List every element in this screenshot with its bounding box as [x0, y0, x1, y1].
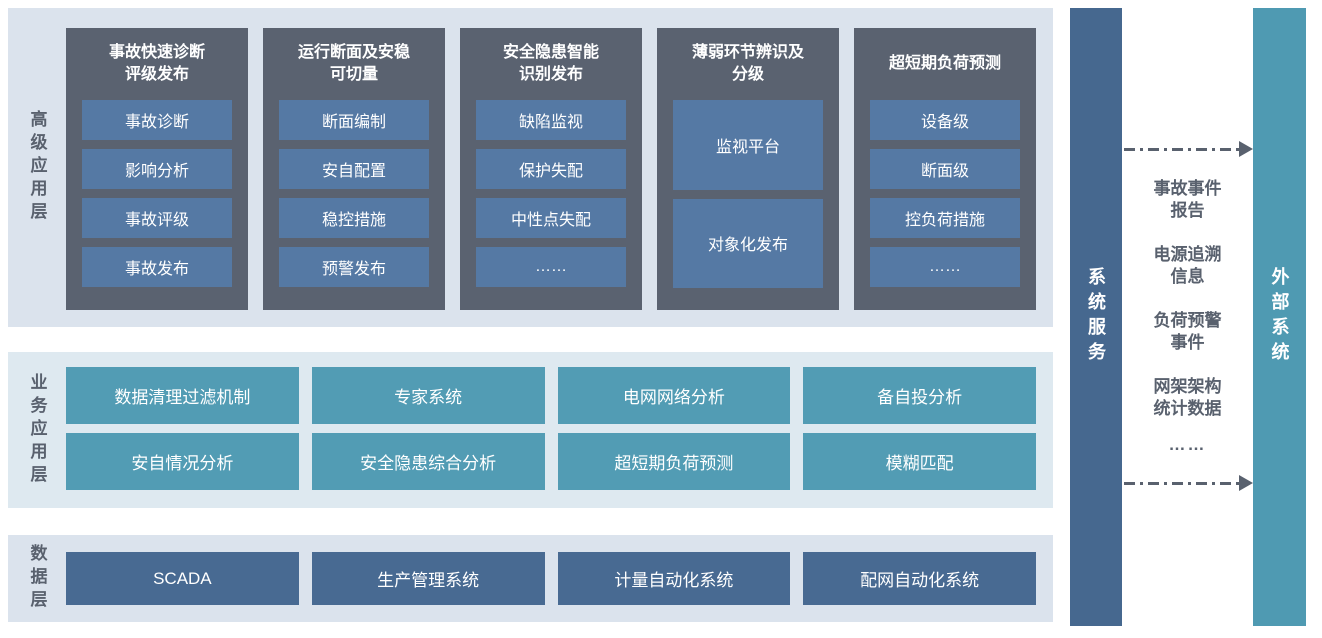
arrow-head-icon: [1239, 141, 1253, 157]
external-system-bar: 外部系统: [1253, 8, 1306, 626]
group-item: 对象化发布: [673, 198, 823, 288]
exchange-item: 负荷预警 事件: [1153, 311, 1222, 352]
group-item: 事故诊断: [82, 100, 232, 140]
group-item: 保护失配: [476, 149, 626, 189]
group-item: 断面级: [870, 149, 1020, 189]
exchange-items: 事故事件 报告 电源追溯 信息 负荷预警 事件 网架架构 统计数据 ……: [1122, 178, 1253, 456]
arrow-head-icon: [1239, 475, 1253, 491]
group-items: 缺陷监视 保护失配 中性点失配 ……: [460, 100, 642, 310]
data-source-item: 配网自动化系统: [803, 552, 1036, 605]
advanced-application-layer: 高级应用层 事故快速诊断 评级发布 事故诊断 影响分析 事故评级 事故发布 运行…: [8, 8, 1053, 327]
group-items: 事故诊断 影响分析 事故评级 事故发布: [66, 100, 248, 310]
group-item: 稳控措施: [279, 198, 429, 238]
group-item: 事故发布: [82, 247, 232, 287]
group-items: 监视平台 对象化发布: [657, 100, 839, 310]
data-flow-arrow-bottom: [1122, 475, 1253, 491]
group-title: 薄弱环节辨识及 分级: [691, 44, 804, 83]
group-item: 影响分析: [82, 149, 232, 189]
data-source-item: 生产管理系统: [311, 552, 545, 605]
group-title: 超短期负荷预测: [888, 55, 1001, 72]
business-item: 数据清理过滤机制: [66, 367, 299, 424]
business-application-layer: 业务应用层 数据清理过滤机制 专家系统 电网网络分析 备自投分析 安自情况分析 …: [8, 352, 1053, 508]
data-source-item: 计量自动化系统: [557, 552, 791, 605]
arrow-dash-line: [1124, 148, 1240, 151]
business-layer-label-wrap: 业务应用层: [8, 352, 66, 508]
group-item: 设备级: [870, 100, 1020, 140]
exchange-item: 事故事件 报告: [1153, 179, 1222, 220]
group-ultra-short-term-load-forecast: 超短期负荷预测 设备级 断面级 控负荷措施 ……: [854, 28, 1036, 310]
advanced-layer-label-wrap: 高级应用层: [8, 8, 66, 327]
group-title: 运行断面及安稳 可切量: [297, 44, 410, 83]
group-item: 中性点失配: [476, 198, 626, 238]
business-item: 模糊匹配: [803, 433, 1036, 490]
group-item: 预警发布: [279, 247, 429, 287]
business-grid: 数据清理过滤机制 专家系统 电网网络分析 备自投分析 安自情况分析 安全隐患综合…: [66, 367, 1036, 490]
group-title: 事故快速诊断 评级发布: [108, 44, 205, 83]
group-title: 安全隐患智能 识别发布: [502, 44, 599, 83]
data-flow-arrow-top: [1122, 141, 1253, 157]
system-service-bar: 系统服务: [1070, 8, 1122, 626]
group-items: 设备级 断面级 控负荷措施 ……: [854, 100, 1036, 310]
data-grid: SCADA 生产管理系统 计量自动化系统 配网自动化系统: [66, 552, 1036, 605]
group-hidden-danger-identification: 安全隐患智能 识别发布 缺陷监视 保护失配 中性点失配 ……: [460, 28, 642, 310]
group-weak-link-grading: 薄弱环节辨识及 分级 监视平台 对象化发布: [657, 28, 839, 310]
group-item-more: ……: [870, 247, 1020, 287]
exchange-item-more: ……: [1168, 435, 1207, 454]
group-items: 断面编制 安自配置 稳控措施 预警发布: [263, 100, 445, 310]
business-item: 安自情况分析: [66, 433, 299, 490]
business-item: 电网网络分析: [557, 367, 791, 424]
advanced-layer-label: 高级应用层: [27, 110, 47, 225]
group-operation-section-stability: 运行断面及安稳 可切量 断面编制 安自配置 稳控措施 预警发布: [263, 28, 445, 310]
exchange-item: 网架架构 统计数据: [1153, 377, 1222, 418]
group-item-more: ……: [476, 247, 626, 287]
data-layer: 数据层 SCADA 生产管理系统 计量自动化系统 配网自动化系统: [8, 535, 1053, 622]
group-item: 缺陷监视: [476, 100, 626, 140]
group-item: 安自配置: [279, 149, 429, 189]
group-item: 监视平台: [673, 100, 823, 190]
data-layer-label: 数据层: [27, 544, 47, 613]
group-accident-rapid-diagnosis: 事故快速诊断 评级发布 事故诊断 影响分析 事故评级 事故发布: [66, 28, 248, 310]
group-item: 断面编制: [279, 100, 429, 140]
data-layer-label-wrap: 数据层: [8, 535, 66, 622]
arrow-dash-line: [1124, 482, 1240, 485]
business-item: 专家系统: [311, 367, 545, 424]
system-service-label: 系统服务: [1086, 267, 1106, 367]
advanced-groups: 事故快速诊断 评级发布 事故诊断 影响分析 事故评级 事故发布 运行断面及安稳 …: [66, 28, 1036, 310]
external-system-label: 外部系统: [1269, 267, 1290, 367]
data-source-item: SCADA: [66, 552, 299, 605]
business-item: 备自投分析: [803, 367, 1036, 424]
group-item: 事故评级: [82, 198, 232, 238]
exchange-item: 电源追溯 信息: [1153, 245, 1222, 286]
business-item: 安全隐患综合分析: [311, 433, 545, 490]
business-item: 超短期负荷预测: [557, 433, 791, 490]
business-layer-label: 业务应用层: [27, 372, 47, 488]
group-item: 控负荷措施: [870, 198, 1020, 238]
